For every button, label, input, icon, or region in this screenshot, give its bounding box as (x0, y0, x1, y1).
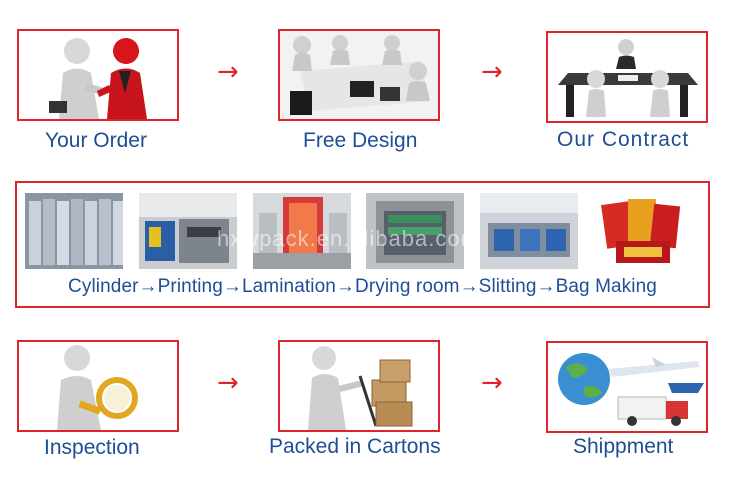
drying-room-photo (366, 193, 464, 269)
arrow-right-icon: → (217, 57, 239, 87)
your-order-label: Your Order (45, 129, 147, 152)
arrow-right-icon: → (481, 368, 503, 398)
inspection-image (17, 340, 179, 432)
slitting-photo (480, 193, 578, 269)
production-process-panel: hxwpack.en.alibaba.com Cylinder→Printing… (15, 181, 710, 308)
arrow-right-icon: → (217, 368, 239, 398)
our-contract-label: Our Contract (557, 128, 690, 151)
packed-in-cartons-label: Packed in Cartons (269, 435, 441, 458)
cylinder-photo (25, 193, 123, 269)
shippment-image (546, 341, 708, 433)
lamination-photo (253, 193, 351, 269)
packed-in-cartons-image (278, 340, 440, 432)
inspection-label: Inspection (44, 436, 140, 459)
watermark-text: hxwpack.en.alibaba.com (217, 226, 480, 251)
shippment-label: Shippment (573, 435, 674, 458)
free-design-label: Free Design (303, 129, 418, 152)
free-design-image (278, 29, 440, 121)
your-order-image (17, 29, 179, 121)
our-contract-image (546, 31, 708, 123)
bag-making-photo (594, 193, 692, 269)
arrow-right-icon: → (481, 57, 503, 87)
production-process-line: Cylinder→Printing→Lamination→Drying room… (68, 276, 657, 297)
printing-photo (139, 193, 237, 269)
